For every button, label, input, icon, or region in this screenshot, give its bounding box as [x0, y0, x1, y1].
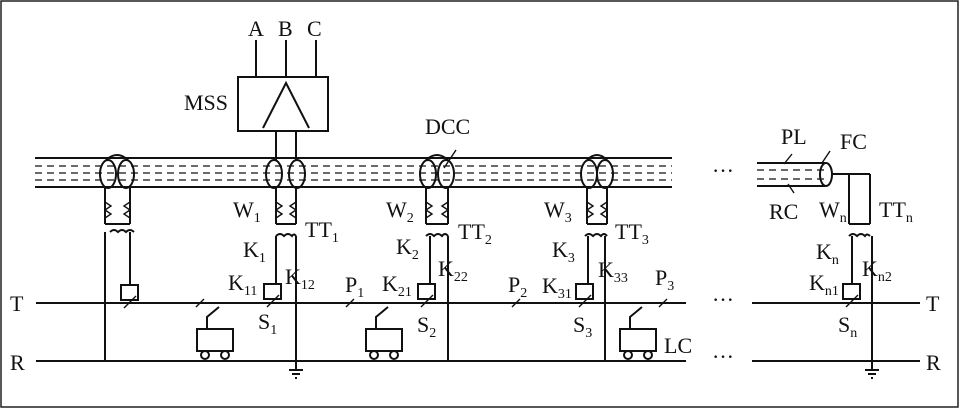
ct-bridge-2	[425, 154, 449, 161]
ttn-label: TTn	[879, 197, 913, 226]
ct-ring-2b	[437, 159, 455, 189]
switch-3	[575, 283, 594, 300]
k21-label: K21	[382, 271, 412, 300]
ct-ring-2a	[419, 159, 437, 189]
pl-label: PL	[781, 124, 807, 149]
pl-leader	[783, 153, 793, 165]
section-3	[575, 154, 614, 361]
k33-label: K33	[598, 257, 628, 286]
w1-label: W1	[233, 197, 261, 226]
phase-a-label: A	[248, 16, 264, 41]
tt3-label: TT3	[615, 219, 649, 248]
fc-cable-end	[819, 162, 833, 187]
ellipsis-r-rail: ···	[712, 344, 734, 369]
kn2-label: Kn2	[862, 256, 892, 285]
rc-leader	[787, 183, 795, 194]
r-rail-label-right: R	[926, 350, 941, 375]
tt-coil-2	[425, 233, 449, 238]
tt1-label: TT1	[305, 217, 339, 246]
coil-1-left	[274, 201, 284, 219]
coil-0-right	[122, 201, 132, 219]
mss-triangle	[262, 80, 310, 129]
k12-label: K12	[285, 264, 315, 293]
section-2	[417, 154, 455, 361]
ct-ring-0b	[117, 159, 135, 189]
coil-0-left	[103, 201, 113, 219]
tt-coil-3	[584, 233, 608, 238]
switch-2-slash	[420, 294, 434, 308]
switch-1	[263, 283, 282, 300]
lc-label: LC	[664, 333, 692, 358]
k31-label: K31	[542, 273, 572, 302]
dcc-leader	[443, 149, 457, 169]
trolley-3	[619, 306, 657, 360]
tt-coil-1	[275, 233, 297, 238]
section-0	[99, 154, 139, 361]
switch-0	[120, 284, 139, 301]
kn-label: Kn	[816, 239, 839, 268]
k11-label: K11	[228, 270, 257, 299]
rail-slash-p2	[511, 298, 521, 308]
trolley-1	[196, 306, 234, 360]
p3-label: P3	[655, 265, 674, 294]
switch-0-slash	[123, 295, 137, 309]
section-n	[832, 173, 879, 379]
coil-2-right	[440, 201, 450, 219]
coil-2-left	[424, 201, 434, 219]
switch-1-slash	[266, 294, 280, 308]
k22-label: K22	[438, 256, 468, 285]
ellipsis-cable: ···	[712, 158, 734, 183]
tt2-label: TT2	[458, 219, 492, 248]
rc-label: RC	[769, 199, 798, 224]
tt-coil-0	[109, 229, 135, 234]
ct-ring-3a	[580, 159, 598, 189]
kn1-label: Kn1	[809, 270, 839, 299]
p2-label: P2	[508, 272, 527, 301]
ct-ring-0a	[99, 159, 117, 189]
s1-label: S1	[258, 309, 277, 338]
ct-bridge-3	[586, 154, 608, 161]
s3-label: S3	[573, 312, 592, 341]
fc-leader	[821, 150, 831, 164]
trolley-2	[365, 306, 403, 360]
coil-3-right	[599, 201, 609, 219]
k2-label: K2	[396, 234, 419, 263]
rail-slash-0	[195, 298, 205, 308]
dcc-label: DCC	[425, 114, 470, 139]
switch-3-slash	[578, 294, 592, 308]
mss-box	[237, 76, 329, 132]
s2-label: S2	[417, 312, 436, 341]
t-rail-label-left: T	[10, 291, 24, 316]
phase-c-label: C	[307, 16, 322, 41]
k1-label: K1	[243, 237, 266, 266]
switch-2	[417, 283, 436, 300]
wn-label: Wn	[819, 197, 847, 226]
ct-ring-3b	[596, 159, 614, 189]
rail-slash-p3	[658, 298, 668, 308]
fc-label: FC	[840, 129, 867, 154]
ct-ring-1a	[265, 159, 283, 189]
p1-label: P1	[345, 272, 364, 301]
section-1	[263, 159, 306, 379]
r-rail-label-left: R	[10, 350, 25, 375]
k3-label: K3	[552, 237, 575, 266]
sn-label: Sn	[838, 312, 857, 341]
ct-ring-1b	[288, 159, 306, 189]
ellipsis-t-rail: ···	[712, 287, 734, 312]
t-rail-label-right: T	[926, 291, 940, 316]
coil-1-right	[288, 201, 298, 219]
switch-n	[842, 283, 861, 300]
ct-bridge-0	[105, 154, 129, 161]
w2-label: W2	[386, 197, 414, 226]
tt-coil-n	[848, 233, 871, 238]
mss-label: MSS	[184, 90, 228, 115]
w3-label: W3	[544, 197, 572, 226]
rail-slash-p1	[345, 298, 355, 308]
phase-b-label: B	[278, 16, 293, 41]
coil-3-left	[585, 201, 595, 219]
switch-n-slash	[845, 294, 859, 308]
